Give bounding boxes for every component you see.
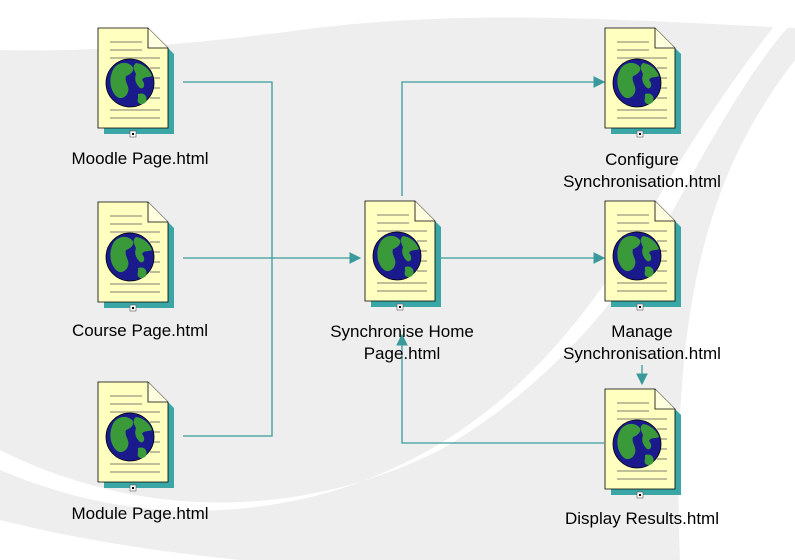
connector-module <box>183 258 273 437</box>
node-manage-synchronisation[interactable] <box>604 200 682 311</box>
node-course-page[interactable] <box>97 201 175 312</box>
label-manage-synchronisation: Manage Synchronisation.html <box>540 321 744 365</box>
web-page-globe-icon <box>604 27 682 138</box>
label-line-2: Page.html <box>363 344 441 363</box>
label-moodle-page: Moodle Page.html <box>71 149 209 168</box>
connector-display-to-home <box>396 333 604 444</box>
label-configure-synchronisation: Configure Synchronisation.html <box>540 149 744 193</box>
web-page-globe-icon <box>97 201 175 312</box>
node-synchronise-home-page[interactable] <box>364 200 442 311</box>
web-page-globe-icon <box>97 27 175 138</box>
web-page-globe-icon <box>97 381 175 492</box>
label-line-1: Configure <box>605 150 679 169</box>
web-page-globe-icon <box>604 200 682 311</box>
label-course-page: Course Page.html <box>71 321 209 340</box>
label-line-2: Synchronisation.html <box>563 344 721 363</box>
label-module-page: Module Page.html <box>71 504 209 523</box>
node-moodle-page[interactable] <box>97 27 175 138</box>
connector-moodle <box>183 81 273 258</box>
label-display-results: Display Results.html <box>565 509 719 528</box>
node-configure-synchronisation[interactable] <box>604 27 682 138</box>
connectors <box>183 76 648 444</box>
node-module-page[interactable] <box>97 381 175 492</box>
label-synchronise-home-page: Synchronise Home Page.html <box>300 321 504 365</box>
web-page-globe-icon <box>604 388 682 499</box>
label-line-1: Manage <box>611 322 673 341</box>
web-page-globe-icon <box>364 200 442 311</box>
label-line-1: Synchronise Home <box>330 322 474 341</box>
label-line-2: Synchronisation.html <box>563 172 721 191</box>
node-display-results[interactable] <box>604 388 682 499</box>
connector-home-to-configure <box>401 76 606 196</box>
